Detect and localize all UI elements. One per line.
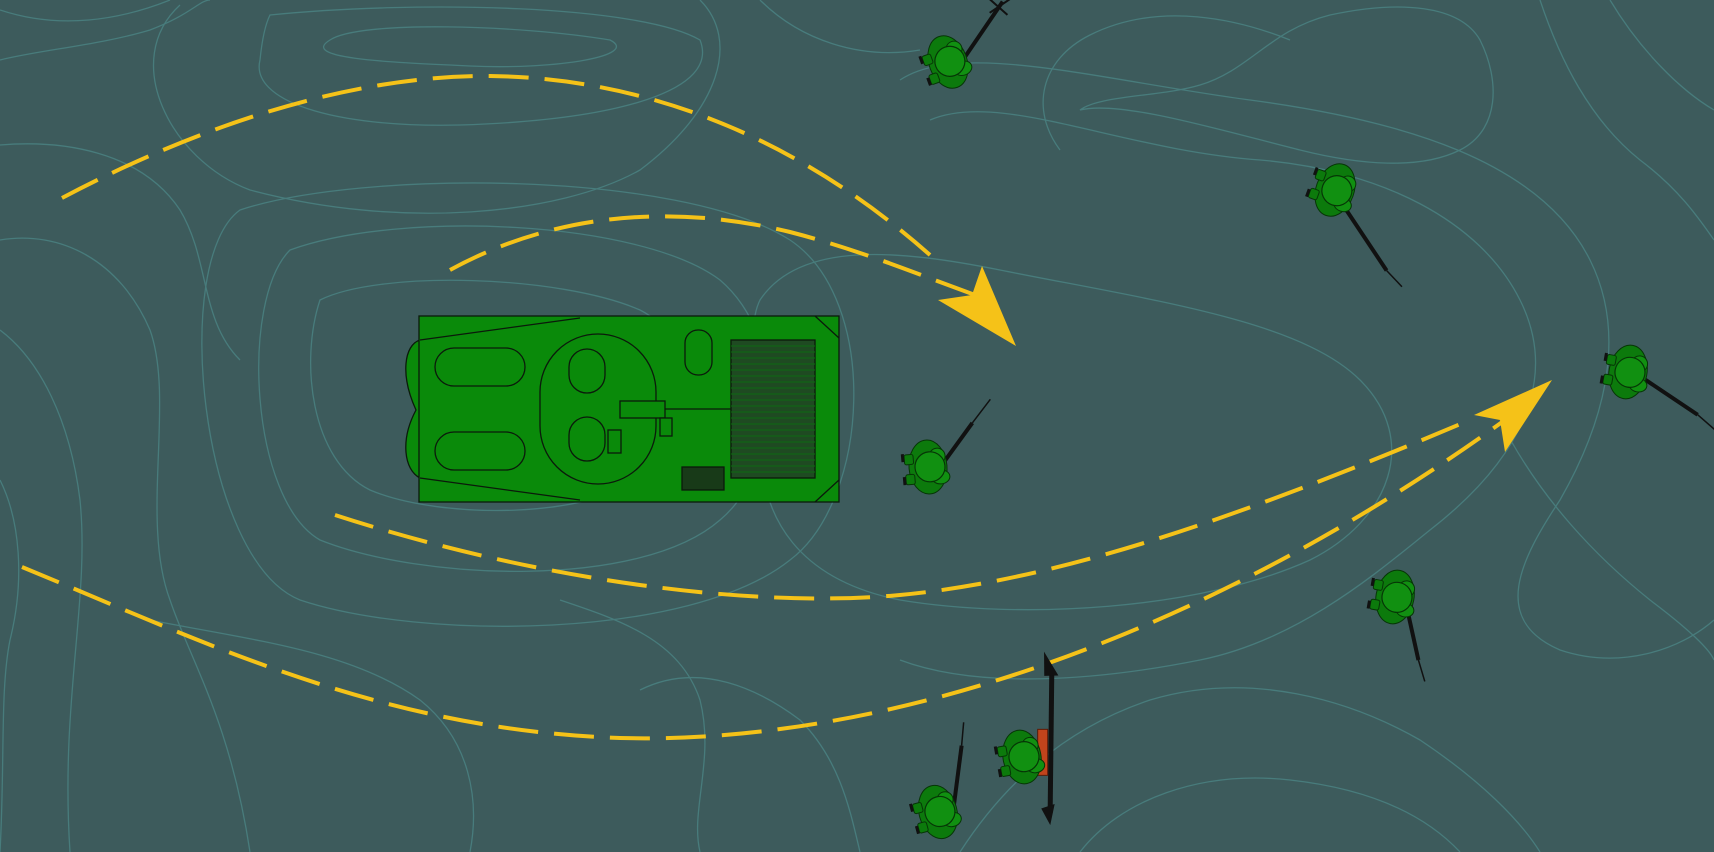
dashed-route-upper-inner	[449, 214, 976, 297]
rifleman-south	[905, 722, 966, 846]
dashed-route-upper-outer	[61, 73, 932, 257]
rifleman-north	[913, 0, 1011, 97]
rifleman-south-east	[1364, 565, 1426, 682]
dashed-route-lower-inner	[334, 418, 1471, 601]
dashed-route-lower-outer	[21, 418, 1507, 741]
routes	[21, 73, 1507, 741]
rocket-launcher-soldier	[991, 651, 1059, 826]
armored-vehicle	[405, 315, 840, 503]
route-arrowhead-lower	[1474, 380, 1552, 452]
rifleman-center	[899, 398, 991, 497]
engine-grille	[730, 339, 816, 479]
rifleman-east	[1597, 340, 1714, 431]
route-arrowhead-upper	[938, 266, 1016, 346]
banner-title	[0, 0, 1714, 18]
rifleman-north-east	[1300, 155, 1403, 288]
